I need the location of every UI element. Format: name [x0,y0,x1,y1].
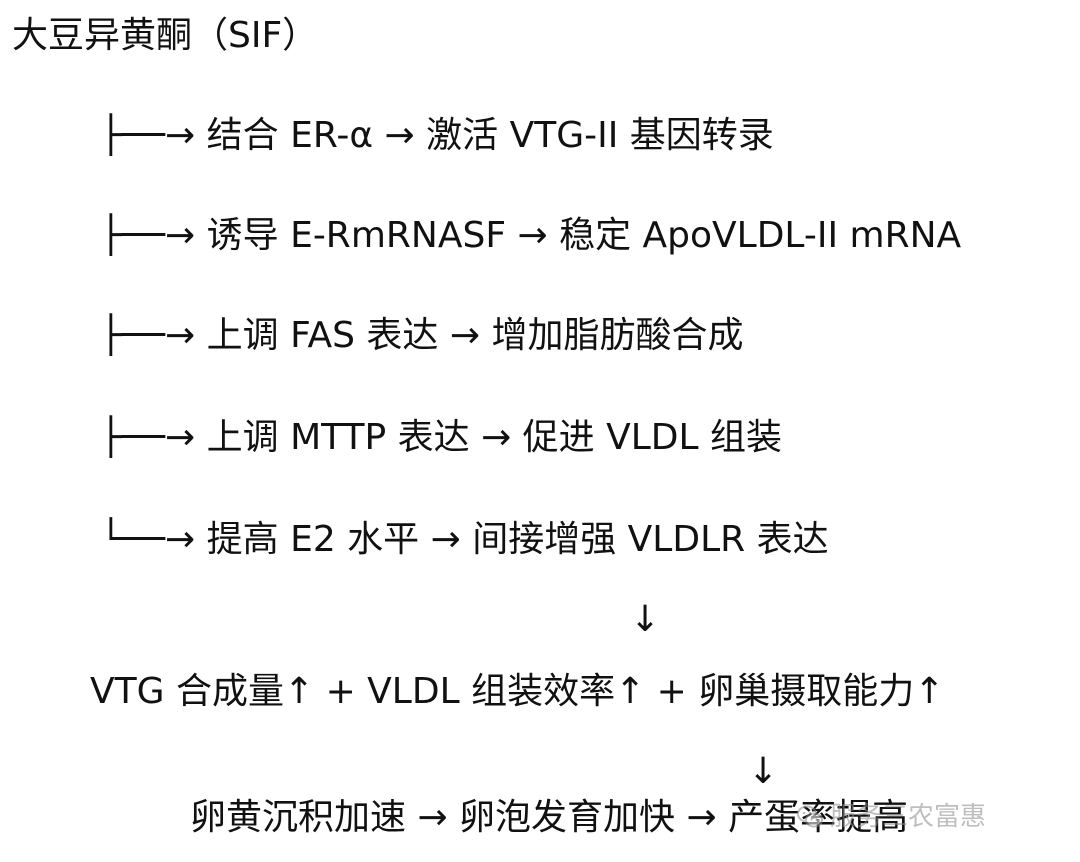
wechat-icon [797,805,823,828]
branch-er-alpha: ├──→ 结合 ER-α → 激活 VTG-II 基因转录 [100,115,774,156]
watermark-text: 服务三农富惠 [830,802,987,832]
branch-rmrnasf: ├──→ 诱导 E-RmRNASF → 稳定 ApoVLDL-II mRNA [100,215,962,256]
branch-e2: └──→ 提高 E2 水平 → 间接增强 VLDLR 表达 [100,519,829,560]
diagram-title: 大豆异黄酮（SIF） [12,15,319,56]
down-arrow-icon: ↓ [630,599,661,640]
final-outcome: 卵黄沉积加速 → 卵泡发育加快 → 产蛋率提高 [190,797,909,838]
branch-mttp: ├──→ 上调 MTTP 表达 → 促进 VLDL 组装 [100,417,783,458]
down-arrow-icon: ↓ [748,751,779,792]
merged-effects: VTG 合成量↑ + VLDL 组装效率↑ + 卵巢摄取能力↑ [90,671,945,712]
branch-fas: ├──→ 上调 FAS 表达 → 增加脂肪酸合成 [100,315,744,356]
watermark: 服务三农富惠 [796,800,986,834]
